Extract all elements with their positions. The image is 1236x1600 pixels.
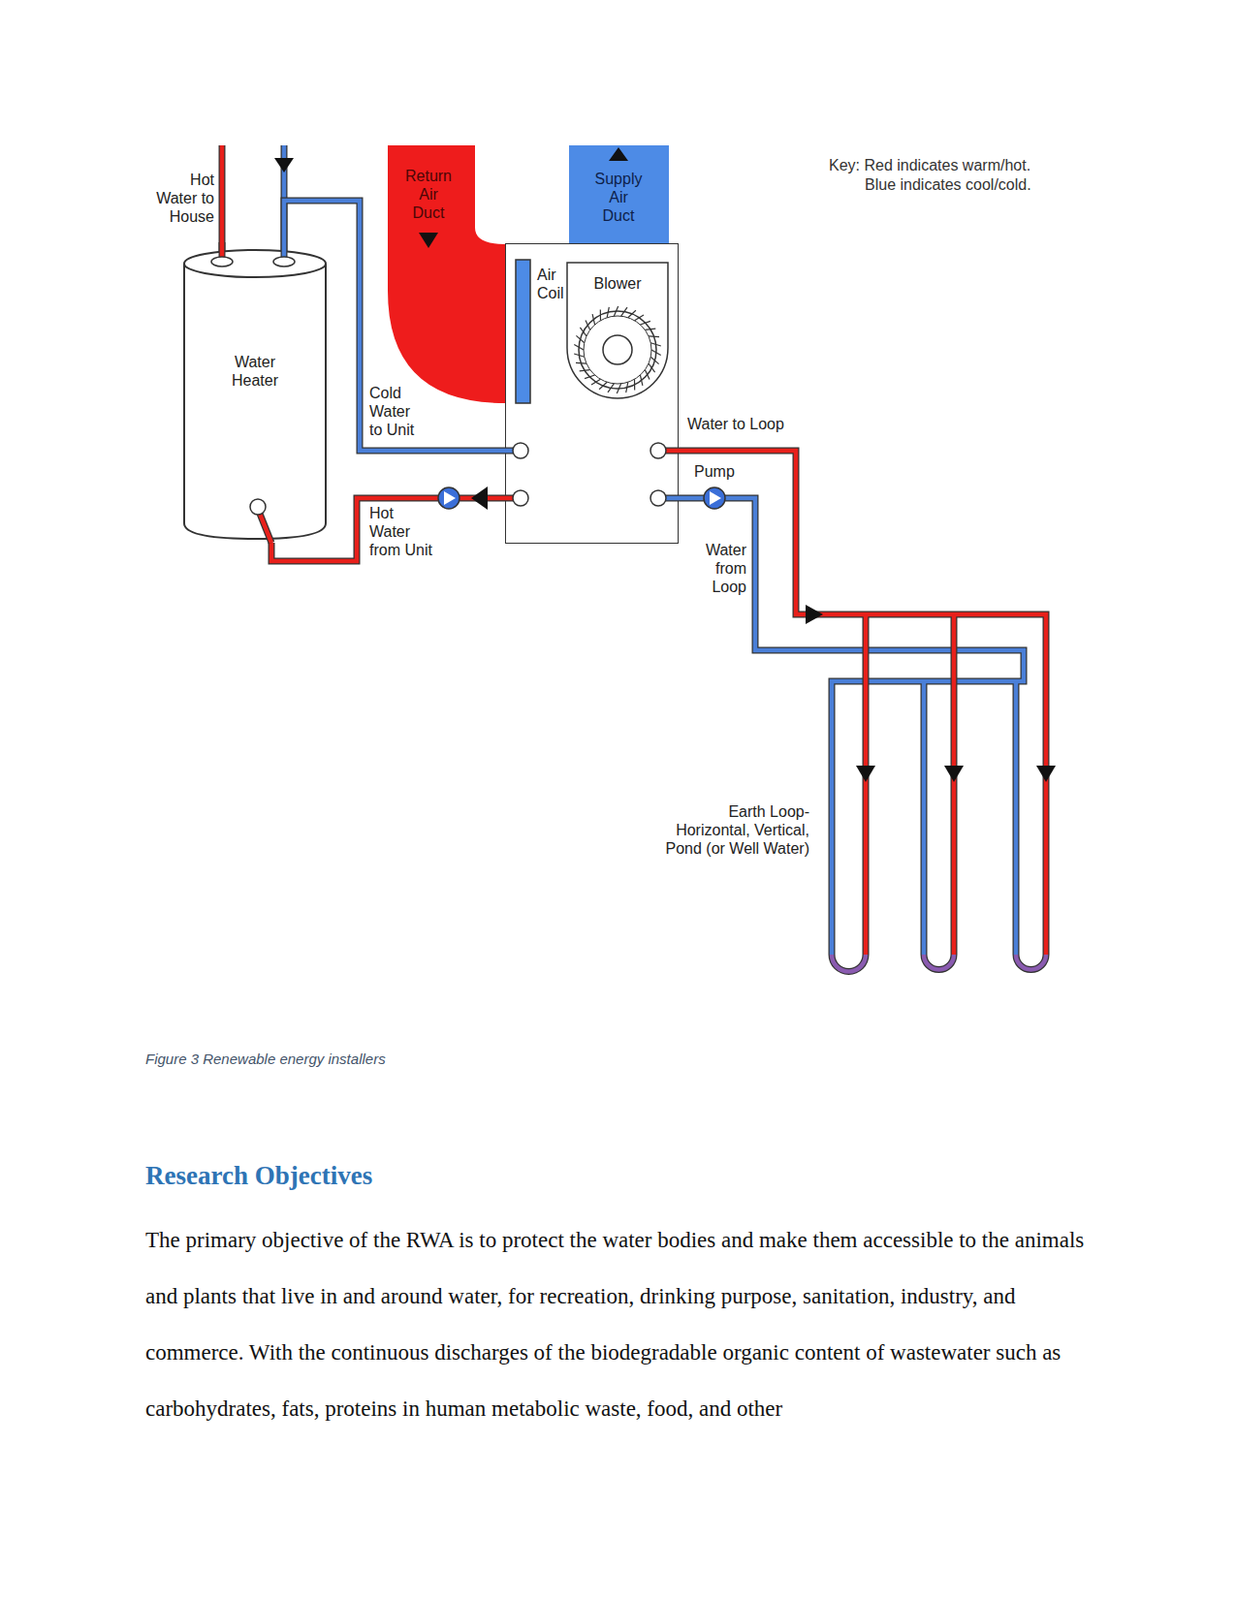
figure-caption: Figure 3 Renewable energy installers <box>145 1049 386 1070</box>
node-label: Water Heater <box>227 352 283 390</box>
pipe-label: Water from Loop <box>696 540 747 597</box>
node-label: Earth Loop- Horizontal, Vertical, Pond (… <box>656 802 810 858</box>
tank-body <box>184 263 326 539</box>
supply-air-duct: Supply Air Duct <box>569 145 669 244</box>
u-bend-outline <box>831 954 1046 973</box>
fan-blade <box>626 381 629 393</box>
fan-blade <box>599 381 607 390</box>
pump-symbol <box>703 487 726 509</box>
pipe-connector <box>678 450 820 615</box>
fan-wheel <box>578 311 657 389</box>
fan-blade <box>613 306 618 317</box>
pipe-connector <box>678 498 820 651</box>
flow-arrow <box>274 158 294 173</box>
air-arrow <box>418 232 439 249</box>
tank-top <box>184 250 326 278</box>
heat-pump-unit: Air Coil Blower <box>505 243 679 544</box>
port <box>512 443 529 459</box>
flow-arrow <box>1036 765 1056 783</box>
pump-triangle <box>709 491 722 506</box>
fan-blade <box>600 310 602 321</box>
port <box>650 443 666 459</box>
loop-return-pipe <box>819 650 1024 955</box>
duct-shape <box>387 145 506 404</box>
water-heater: Water Heater <box>182 242 328 543</box>
body-paragraph: The primary objective of the RWA is to p… <box>145 1212 1106 1438</box>
node-label: Return Air Duct <box>402 166 455 222</box>
fan-blade <box>591 379 602 385</box>
pipe-label: Hot Water to House <box>152 170 215 226</box>
port <box>650 490 666 507</box>
fan-blade <box>573 353 585 357</box>
pump-label: Pump <box>694 462 735 481</box>
blower-housing <box>567 262 668 399</box>
blower: Blower <box>564 260 671 400</box>
node-label: Blower <box>588 274 647 293</box>
node-label: Air Coil <box>537 265 571 303</box>
fan-blade <box>639 375 643 386</box>
fan-blade <box>644 370 650 381</box>
fan-hub <box>602 335 633 365</box>
key-text: Key: Red indicates warm/hot. <box>828 156 1031 175</box>
fan-blade <box>607 383 614 393</box>
pipe-outline <box>678 498 820 651</box>
fan-blade <box>606 307 609 318</box>
fan-blade <box>584 375 596 380</box>
hot-pipe-outline <box>219 145 226 254</box>
fan-blade <box>634 315 645 321</box>
fan-wheel <box>583 316 652 384</box>
earth-loop: Earth Loop- Horizontal, Vertical, Pond (… <box>819 601 1062 984</box>
fan-blade <box>650 356 659 364</box>
port <box>512 490 529 507</box>
flow-arrow <box>944 765 964 783</box>
pipe-connector-line <box>678 498 820 651</box>
pump-symbol <box>438 487 460 509</box>
fan-blade <box>573 345 584 350</box>
fan-blade <box>575 362 587 365</box>
fan-blade <box>648 363 656 373</box>
check-valve <box>471 486 488 510</box>
house-pipes <box>221 145 285 254</box>
fan-blade <box>651 349 662 355</box>
key-text: Blue indicates cool/cold. <box>864 175 1032 194</box>
fan-blade <box>592 314 596 325</box>
section-heading: Research Objectives <box>145 1159 373 1193</box>
water-heater-outline <box>182 242 328 543</box>
port <box>250 499 266 515</box>
fan-blade <box>650 343 662 347</box>
pipe-label: Hot Water from Unit <box>369 504 438 560</box>
loop-supply-outline <box>819 614 1046 955</box>
earth-loop <box>819 614 1046 973</box>
pipe-label: Cold Water to Unit <box>369 383 423 440</box>
pump-triangle <box>443 491 456 506</box>
fan-blade <box>633 379 635 390</box>
pipe-outline <box>259 513 272 543</box>
pipe-outline <box>678 450 820 615</box>
port <box>211 256 233 267</box>
fan-blade <box>585 319 591 330</box>
air-arrow <box>608 147 629 161</box>
fan-blade <box>628 310 636 318</box>
u-bend <box>831 954 1046 973</box>
fan-blade <box>579 370 591 372</box>
loop-supply-pipe <box>819 614 1046 955</box>
node-label: Supply Air Duct <box>591 169 646 225</box>
fan-blade <box>621 307 628 317</box>
loop-return-outline <box>819 650 1024 955</box>
fan-blade <box>644 328 656 330</box>
pipe-label: Water to Loop <box>687 414 785 434</box>
flow-arrow <box>855 765 876 783</box>
fan-blade <box>648 335 660 338</box>
air-coil <box>515 259 531 404</box>
fan-blade <box>575 335 584 343</box>
fan-blade <box>579 327 587 337</box>
return-air-duct: Return Air Duct <box>387 145 506 404</box>
pipe-connector-line <box>678 450 820 615</box>
fan-blade <box>616 383 621 394</box>
port <box>273 256 295 267</box>
fan-blade <box>639 320 651 325</box>
hot-pipe <box>220 145 225 254</box>
hot-pipe <box>259 513 272 543</box>
